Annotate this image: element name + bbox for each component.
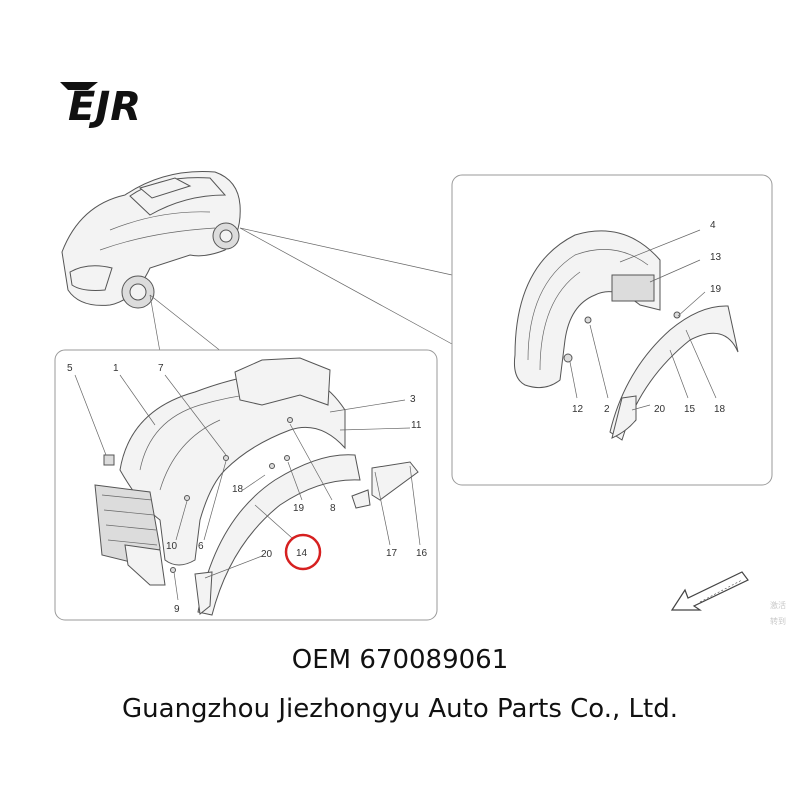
callout-8: 8 (330, 503, 336, 514)
connector-line-right-2 (239, 227, 453, 276)
highlight-circle (284, 533, 322, 571)
os-activation-watermark: 激活 转到 (770, 598, 794, 630)
callout-16: 16 (416, 548, 428, 559)
callout-20: 20 (654, 404, 666, 415)
connector-line-left-2 (149, 294, 161, 353)
callout-15: 15 (684, 404, 696, 415)
brand-logo: EJR (60, 82, 141, 128)
callout-19: 19 (293, 503, 305, 514)
upper-bracket (234, 357, 331, 406)
side-trim-strip (371, 461, 419, 501)
front-arch-trim (197, 454, 361, 616)
front-mud-flap (194, 571, 213, 615)
oem-number: OEM 670089061 (291, 645, 509, 675)
connector-line-left (149, 294, 223, 353)
car-illustration (61, 171, 241, 309)
callout-19: 19 (710, 284, 722, 295)
callout-14: 14 (296, 548, 308, 559)
callout-4: 4 (710, 220, 716, 231)
rear-mud-flap (611, 395, 637, 439)
company-name: Guangzhou Jiezhongyu Auto Parts Co., Ltd… (122, 694, 678, 724)
callout-11: 11 (411, 420, 422, 431)
watermark-line-2: 转到 (770, 617, 786, 626)
logo-swoosh-icon (60, 82, 98, 90)
callout-10: 10 (166, 541, 178, 552)
callout-5: 5 (67, 363, 73, 374)
rear-panel: 4 13 19 12 2 20 15 18 (451, 174, 773, 486)
callout-18: 18 (232, 484, 244, 495)
callout-7: 7 (158, 363, 164, 374)
connector-line-right (239, 227, 453, 345)
watermark-line-1: 激活 (770, 601, 786, 610)
callout-9: 9 (174, 604, 180, 615)
logo-text: EJR (68, 84, 141, 128)
callout-18: 18 (714, 404, 726, 415)
callout-3: 3 (410, 394, 416, 405)
callout-17: 17 (386, 548, 398, 559)
callout-2: 2 (604, 404, 610, 415)
direction-arrow-icon (670, 571, 749, 611)
rear-wheel-liner (514, 230, 661, 389)
callout-13: 13 (710, 252, 722, 263)
callout-1: 1 (113, 363, 119, 374)
callout-12: 12 (572, 404, 584, 415)
callout-6: 6 (198, 541, 204, 552)
front-panel: 5 1 7 3 11 18 19 8 10 6 20 14 17 16 9 (54, 349, 438, 621)
callout-20: 20 (261, 549, 273, 560)
